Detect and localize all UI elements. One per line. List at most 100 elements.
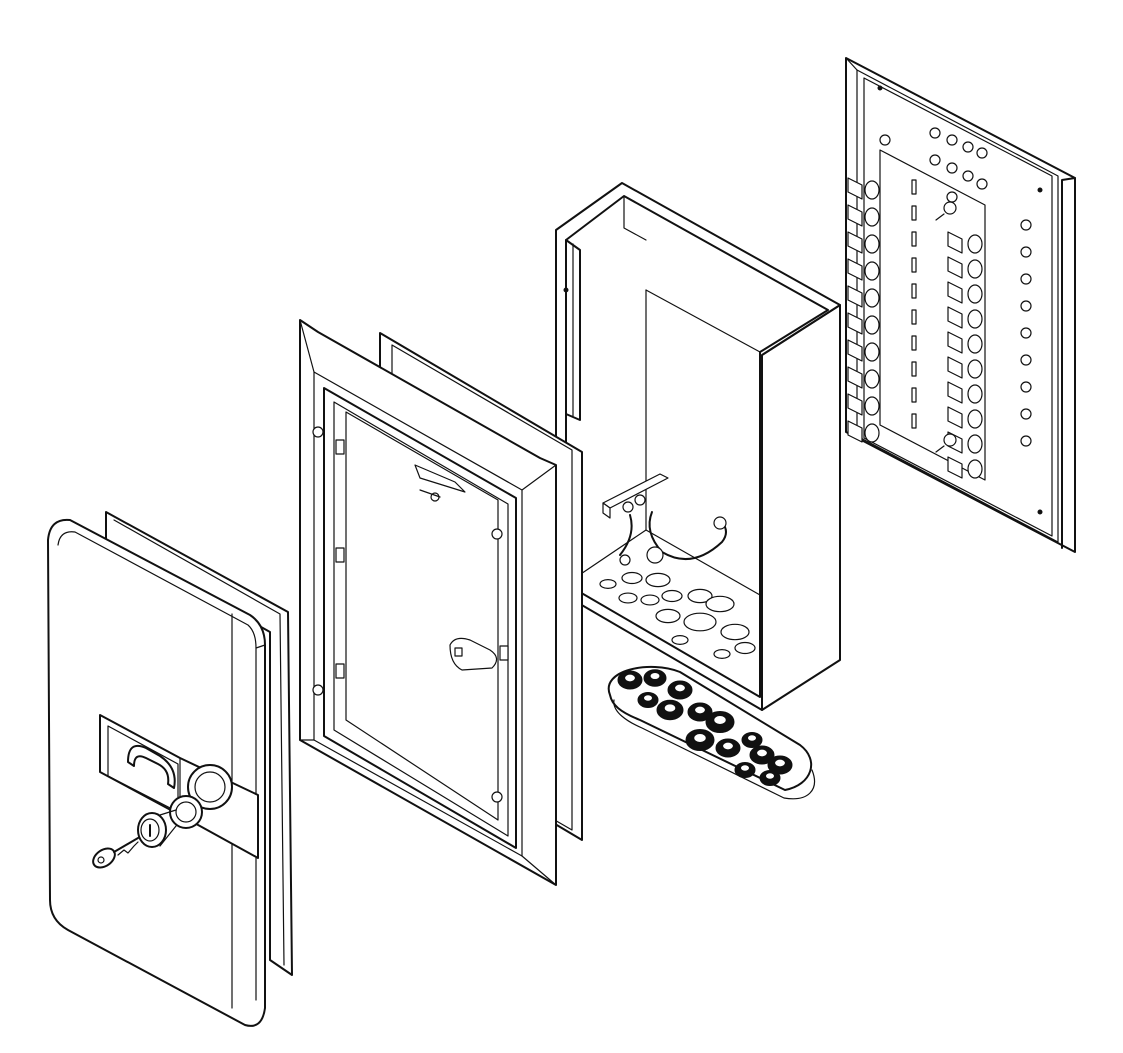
panel-hole	[1020, 327, 1032, 339]
knockout-hole	[599, 578, 617, 589]
grommet-center	[722, 741, 734, 751]
front-cover	[47, 511, 293, 1027]
terminal-tab	[847, 258, 863, 281]
grommet-center	[756, 748, 768, 758]
terminal-hole	[967, 384, 983, 404]
panel-hole	[946, 191, 958, 203]
terminal-tab	[947, 256, 963, 279]
terminal-hole	[864, 369, 880, 389]
rail-slot	[911, 257, 917, 273]
panel-hole	[1020, 246, 1032, 258]
rail-slot	[911, 361, 917, 377]
rail-slot	[911, 205, 917, 221]
terminal-hole	[864, 423, 880, 443]
terminal-tab	[947, 381, 963, 404]
grommet-center	[747, 734, 757, 742]
grommet-center	[740, 764, 750, 772]
knockout-hole	[713, 648, 731, 659]
knockout-hole	[645, 572, 671, 588]
panel-hole	[946, 134, 958, 146]
terminal-back-panel	[845, 57, 1076, 553]
panel-hole	[976, 178, 988, 190]
panel-hole	[1020, 435, 1032, 447]
terminal-tab	[847, 366, 863, 389]
terminal-hole	[864, 234, 880, 254]
grommet-center	[643, 694, 653, 702]
rail-slot	[911, 387, 917, 403]
panel-hole	[962, 170, 974, 182]
grommet-center	[774, 758, 786, 768]
terminal-hole	[967, 459, 983, 479]
knockout-hole	[655, 608, 681, 624]
terminal-tab	[847, 204, 863, 227]
grommet-center	[693, 733, 707, 743]
terminal-tab	[947, 306, 963, 329]
terminal-tab	[947, 406, 963, 429]
knockout-hole	[687, 588, 713, 604]
rail-slot	[911, 335, 917, 351]
panel-hole	[1020, 408, 1032, 420]
panel-hole	[1020, 354, 1032, 366]
panel-hole	[1020, 219, 1032, 231]
knockout-hole	[683, 612, 717, 632]
terminal-tab	[847, 420, 863, 443]
terminal-tab	[847, 339, 863, 362]
terminal-hole	[967, 309, 983, 329]
terminal-hole	[967, 359, 983, 379]
mounting-frame	[299, 319, 583, 886]
knockout-hole	[618, 592, 638, 604]
rail-slot	[911, 283, 917, 299]
panel-hole	[929, 154, 941, 166]
knockout-hole	[621, 571, 643, 585]
terminal-hole	[967, 259, 983, 279]
terminal-hole	[864, 315, 880, 335]
terminal-hole	[864, 396, 880, 416]
panel-hole	[946, 162, 958, 174]
knockout-hole	[640, 594, 660, 606]
panel-hole	[1020, 381, 1032, 393]
grommet-center	[674, 683, 686, 693]
terminal-hole	[967, 234, 983, 254]
grommet-center	[765, 772, 775, 780]
knockout-hole	[734, 641, 756, 655]
grommet-center	[663, 703, 677, 713]
lock-cylinder-icon	[137, 795, 203, 848]
terminal-hole	[864, 180, 880, 200]
panel-hole	[929, 127, 941, 139]
grommets	[617, 669, 793, 786]
terminal-hole	[864, 261, 880, 281]
grommet-center	[624, 673, 636, 683]
cable-knockouts	[599, 571, 756, 659]
grommet-center	[713, 715, 727, 725]
terminal-hole	[967, 434, 983, 454]
panel-hole	[1020, 300, 1032, 312]
panel-hole	[976, 147, 988, 159]
terminal-hole	[967, 334, 983, 354]
panel-hole	[1020, 273, 1032, 285]
panel-holes	[879, 127, 1032, 447]
terminal-hole	[864, 288, 880, 308]
grommet-center	[694, 705, 706, 715]
terminal-hole	[967, 409, 983, 429]
terminal-tab	[847, 393, 863, 416]
flush-box	[555, 182, 841, 711]
panel-hole	[879, 134, 891, 146]
knockout-hole	[720, 623, 750, 641]
terminal-tab	[847, 285, 863, 308]
terminal-tab	[847, 231, 863, 254]
terminal-hole	[864, 207, 880, 227]
terminal-tab	[947, 356, 963, 379]
handset-icon	[127, 744, 176, 789]
cable-grommet-plate	[607, 665, 815, 800]
key-icon	[92, 837, 139, 869]
rail-slot	[911, 231, 917, 247]
terminal-hole	[967, 284, 983, 304]
rail-slot	[911, 179, 917, 195]
grommet-center	[649, 671, 661, 681]
panel-hole	[962, 141, 974, 153]
terminal-tab	[947, 281, 963, 304]
terminal-tab	[847, 177, 863, 200]
terminal-tab	[947, 331, 963, 354]
rail-slot	[911, 413, 917, 429]
